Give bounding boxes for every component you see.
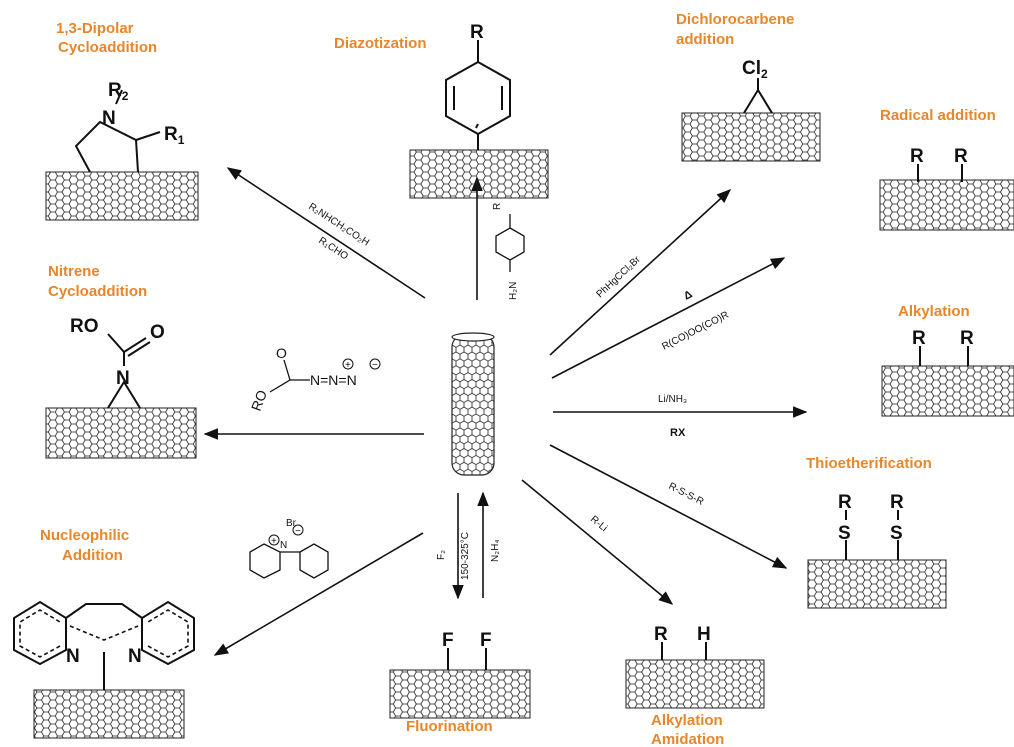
arrow-nucleophilic: [213, 532, 424, 656]
atom-r-2: R: [954, 146, 968, 167]
atom-r2-sub: 2: [122, 89, 129, 103]
reagent-radical-1: Δ: [682, 288, 695, 302]
reagent-pyridinium-bromide: N Br + −: [249, 518, 329, 579]
atom-n: N: [116, 368, 130, 389]
reagent-fluor-2: 150-325°C: [460, 532, 471, 580]
atom-r1: R: [164, 124, 178, 145]
reagent-plus: +: [345, 360, 351, 371]
reagent-nh2: H₂N: [508, 282, 519, 300]
tube-radical: [879, 179, 1014, 231]
structure-fluorination: F F: [442, 630, 492, 670]
atom-r2: R: [108, 80, 122, 101]
title-cycloaddition-line1: 1,3-Dipolar: [56, 20, 134, 37]
atom-r: R: [654, 624, 668, 645]
title-amidation-line1: Alkylation: [651, 712, 723, 729]
tube-fluorination: [389, 669, 531, 719]
structure-pyrrolidine: N R2 R1: [74, 80, 185, 173]
reagent-fluor-1: F₂: [436, 550, 447, 560]
reagent-plus: +: [271, 536, 277, 547]
reagent-cyclo-2: R₁CHO: [316, 235, 350, 262]
title-thioetherification: Thioetherification: [806, 455, 932, 472]
structure-thioether: R S R S: [838, 492, 904, 560]
reaction-titles: 1,3-Dipolar Cycloaddition Diazotization …: [40, 11, 996, 747]
tube-dichlorocarbene: [681, 112, 821, 162]
reagent-minus: −: [372, 360, 378, 371]
title-dichlorocarbene-line2: addition: [676, 31, 734, 48]
reagent-r: R: [492, 203, 503, 210]
arrow-thioether: [549, 444, 788, 569]
atom-r-1: R: [912, 328, 926, 349]
reagent-o: O: [276, 345, 287, 361]
arrow-cycloaddition: [226, 167, 426, 299]
reagent-aniline: R H₂N: [492, 203, 525, 300]
atom-n-2: N: [128, 646, 142, 667]
atom-f-1: F: [442, 630, 454, 651]
reagent-minus: −: [295, 526, 301, 537]
structure-radical: R R: [910, 146, 968, 182]
structure-aryl: R R H₂N: [445, 22, 525, 300]
tube-nitrene: [45, 407, 197, 459]
reagent-ro: RO: [248, 388, 270, 413]
title-cycloaddition-line2: Cycloaddition: [58, 39, 157, 56]
title-amidation-line2: Amidation: [651, 731, 724, 747]
reagent-azide-chain: N=N=N: [310, 372, 357, 388]
atom-s-2: S: [890, 523, 903, 544]
atom-r-1: R: [838, 492, 852, 513]
structure-pyridoimidazole: N N N Br + −: [13, 518, 329, 690]
atom-ro: RO: [70, 316, 99, 337]
atom-h: H: [697, 624, 711, 645]
reaction-arrows: [203, 167, 808, 656]
tube-thioether: [807, 559, 947, 609]
arrow-amidation: [521, 479, 674, 605]
atom-o: O: [150, 322, 165, 343]
tube-diazotization: [409, 149, 549, 199]
central-nanotube: [451, 332, 495, 476]
structure-aziridine: RO O N O RO N=N=N + −: [70, 316, 381, 413]
atom-r: R: [470, 22, 484, 43]
title-nitrene-line2: Cycloaddition: [48, 283, 147, 300]
reagent-fluor-3: N₂H₄: [490, 540, 501, 562]
title-nitrene-line1: Nitrene: [48, 263, 100, 280]
atom-r-2: R: [890, 492, 904, 513]
atom-cl-sub: 2: [761, 67, 768, 81]
title-diazotization: Diazotization: [334, 35, 427, 52]
reagent-thioether: R-S-S-R: [667, 481, 706, 508]
atom-n: N: [102, 108, 116, 129]
reagent-alkylation-1: Li/NH₃: [658, 394, 687, 405]
atom-cl: Cl: [742, 58, 761, 79]
title-nucleophilic-line2: Addition: [62, 547, 123, 564]
tube-nucleophilic: [33, 689, 185, 739]
arrow-dichlorocarbene: [549, 189, 732, 356]
tube-cycloaddition: [45, 171, 199, 221]
svg-text:R1: R1: [164, 124, 185, 147]
atom-f-2: F: [480, 630, 492, 651]
atom-r-2: R: [960, 328, 974, 349]
structure-cyclopropane: Cl2: [742, 58, 773, 114]
reagent-n: N: [280, 540, 287, 551]
atom-n-1: N: [66, 646, 80, 667]
reagent-br: Br: [286, 518, 297, 529]
tube-amidation: [625, 659, 765, 709]
title-fluorination: Fluorination: [406, 718, 493, 735]
structure-alkylation: R R: [912, 328, 974, 366]
atom-s-1: S: [838, 523, 851, 544]
reagent-amidation: R-Li: [588, 514, 609, 534]
title-alkylation: Alkylation: [898, 303, 970, 320]
svg-text:Cl2: Cl2: [742, 58, 768, 81]
title-radical-addition: Radical addition: [880, 107, 996, 124]
tube-alkylation: [881, 365, 1014, 417]
atom-r1-sub: 1: [178, 133, 185, 147]
reagent-labels: R₂NHCH₂CO₂H R₁CHO PhHgCCl₂Br Δ R(CO)OO(C…: [306, 201, 730, 580]
arrow-radical: [551, 257, 786, 379]
atom-r-1: R: [910, 146, 924, 167]
product-nanotubes: [33, 112, 1014, 739]
svg-text:R2: R2: [108, 80, 129, 103]
reagent-azide: O RO N=N=N + −: [248, 345, 381, 413]
title-nucleophilic-line1: Nucleophilic: [40, 527, 129, 544]
reagent-alkylation-2: RX: [670, 427, 686, 439]
structure-amidation: R H: [654, 624, 711, 660]
title-dichlorocarbene-line1: Dichlorocarbene: [676, 11, 794, 28]
